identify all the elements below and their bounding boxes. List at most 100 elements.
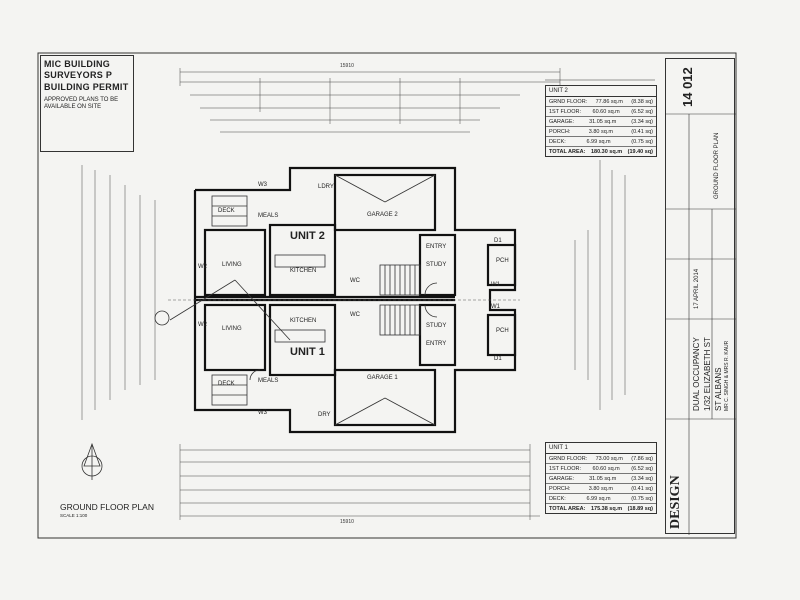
area-sq: (0.75 sq) — [631, 138, 653, 145]
area-sq: (6.52 sq) — [631, 465, 653, 472]
window-w2-u1: W2 — [198, 322, 207, 328]
unit2-area-row: 1ST FLOOR:60.60 sq.m(6.52 sq) — [546, 107, 656, 117]
client-name: MR C. SINGH & MRS R. KAUR — [724, 340, 730, 411]
area-label: GARAGE: — [549, 118, 575, 125]
area-value: 73.00 sq.m — [595, 455, 623, 462]
room-living-u2: LIVING — [222, 262, 242, 268]
unit2-total-value: 180.30 sq.m — [590, 148, 623, 155]
area-label: PORCH: — [549, 128, 571, 135]
building-permit-stamp: MIC BUILDING SURVEYORS P BUILDING PERMIT… — [40, 55, 134, 152]
area-value: 60.60 sq.m — [592, 465, 620, 472]
area-value: 31.05 sq.m — [589, 475, 617, 482]
area-label: GRND FLOOR: — [549, 98, 588, 105]
unit2-area-table: UNIT 2 GRND FLOOR: 77.86 sq.m (8.38 sq) 1ST… — [545, 85, 657, 157]
window-w1-u1: W1 — [491, 304, 500, 310]
unit1-area-row: GRND FLOOR: 73.00 sq.m (7.86 sq) — [546, 454, 656, 464]
unit2-area-row: DECK: 6.99 sq.m (0.75 sq) — [546, 137, 656, 147]
unit1-table-title: UNIT 1 — [546, 443, 656, 454]
area-label: 1ST FLOOR: — [549, 108, 581, 115]
room-meals-u2: MEALS — [258, 213, 279, 219]
overall-dim-bottom: 15910 — [340, 519, 354, 525]
drawing-date: 17 APRIL 2014 — [694, 268, 700, 309]
drawing-title: GROUND FLOOR PLAN — [714, 132, 720, 199]
unit1-area-table: UNIT 1 GRND FLOOR: 73.00 sq.m (7.86 sq) 1ST… — [545, 442, 657, 514]
room-garage2: GARAGE 2 — [367, 212, 398, 218]
unit1-total-label: TOTAL AREA: — [549, 505, 586, 512]
area-sq: (7.86 sq) — [631, 455, 653, 462]
window-w2-u2: W2 — [198, 264, 207, 270]
room-deck-u2: DECK — [218, 208, 235, 214]
title-block-grid — [666, 113, 736, 535]
unit2-area-row: GRND FLOOR: 77.86 sq.m (8.38 sq) — [546, 97, 656, 107]
unit1-area-row: DECK: 6.99 sq.m (0.75 sq) — [546, 494, 656, 504]
project-address-1: 1/32 ELIZABETH ST — [703, 337, 712, 411]
unit1-total-sq: (18.89 sq) — [627, 505, 653, 512]
area-value: 3.80 sq.m — [588, 128, 613, 135]
area-label: DECK: — [549, 138, 566, 145]
unit1-area-row: 1ST FLOOR: 60.60 sq.m (6.52 sq) — [546, 464, 656, 474]
area-sq: (8.38 sq) — [631, 98, 653, 105]
room-entry-u1: ENTRY — [426, 341, 447, 347]
room-study-u1: STUDY — [426, 323, 447, 329]
title-block: 14 012 GROUND FLOOR PLAN 17 APRIL 2014 D… — [665, 58, 736, 535]
unit1-label: UNIT 1 — [290, 346, 325, 358]
area-value: 6.99 sq.m — [586, 495, 611, 502]
area-sq: (0.41 sq) — [631, 128, 653, 135]
room-entry-u2: ENTRY — [426, 244, 447, 250]
unit2-label: UNIT 2 — [290, 230, 325, 242]
room-garage1: GARAGE 1 — [367, 375, 398, 381]
job-number: 14 012 — [680, 67, 695, 107]
room-deck-u1: DECK — [218, 381, 235, 387]
unit2-area-row: GARAGE:31.05 sq.m(3.34 sq) — [546, 117, 656, 127]
unit1-total-value: 175.38 sq.m — [590, 505, 623, 512]
plan-title: GROUND FLOOR PLAN — [60, 502, 154, 512]
unit1-area-row: GARAGE: 31.05 sq.m (3.34 sq) — [546, 474, 656, 484]
door-d1-u2: D1 — [494, 238, 502, 244]
unit2-table-rows: GRND FLOOR: 77.86 sq.m (8.38 sq) 1ST FLOOR:… — [546, 97, 656, 147]
stamp-title-1: MIC BUILDING — [44, 59, 111, 69]
window-w1-u2: W1 — [491, 282, 500, 288]
area-value: 60.60 sq.m — [592, 108, 620, 115]
area-sq: (3.34 sq) — [631, 475, 653, 482]
design-logo: DESIGN — [668, 475, 683, 529]
area-value: 6.99 sq.m — [586, 138, 611, 145]
stamp-note: APPROVED PLANS TO BE AVAILABLE ON SITE — [44, 96, 119, 111]
stamp-title-2: SURVEYORS P — [44, 70, 113, 81]
area-sq: (0.41 sq) — [631, 485, 653, 492]
room-kitchen-u2: KITCHEN — [290, 268, 317, 274]
room-pch-u1: PCH — [496, 328, 509, 334]
area-label: GRND FLOOR: — [549, 455, 588, 462]
window-w3-u2: W3 — [258, 182, 267, 188]
stamp-title-3: BUILDING PERMIT — [44, 81, 129, 92]
unit2-total-row: TOTAL AREA: 180.30 sq.m (19.40 sq) — [546, 147, 656, 156]
area-label: PORCH: — [549, 485, 571, 492]
room-pch-u2: PCH — [496, 258, 509, 264]
room-dry: DRY — [318, 412, 331, 418]
door-d1-u1: D1 — [494, 356, 502, 362]
room-living-u1: LIVING — [222, 326, 242, 332]
room-meals-u1: MEALS — [258, 378, 279, 384]
room-study-u2: STUDY — [426, 262, 447, 268]
unit1-total-row: TOTAL AREA: 175.38 sq.m (18.89 sq) — [546, 504, 656, 513]
room-wc-u2: WC — [350, 278, 360, 284]
area-value: 3.80 sq.m — [588, 485, 613, 492]
area-value: 77.86 sq.m — [595, 98, 623, 105]
overall-dim-top: 15910 — [340, 63, 354, 69]
unit2-total-label: TOTAL AREA: — [549, 148, 586, 155]
plan-scale: SCALE 1:100 — [60, 513, 88, 518]
area-sq: (0.75 sq) — [631, 495, 653, 502]
area-label: 1ST FLOOR: — [549, 465, 581, 472]
project-address-2: ST ALBANS — [714, 367, 723, 411]
unit1-table-rows: GRND FLOOR: 73.00 sq.m (7.86 sq) 1ST FLOOR:… — [546, 454, 656, 504]
room-kitchen-u1: KITCHEN — [290, 318, 317, 324]
window-w3-u1: W3 — [258, 410, 267, 416]
room-ldry: LDRY — [318, 184, 334, 190]
unit1-area-row: PORCH: 3.80 sq.m (0.41 sq) — [546, 484, 656, 494]
area-label: GARAGE: — [549, 475, 575, 482]
area-value: 31.05 sq.m — [589, 118, 617, 125]
area-label: DECK: — [549, 495, 566, 502]
unit2-table-title: UNIT 2 — [546, 86, 656, 97]
unit2-total-sq: (19.40 sq) — [627, 148, 653, 155]
